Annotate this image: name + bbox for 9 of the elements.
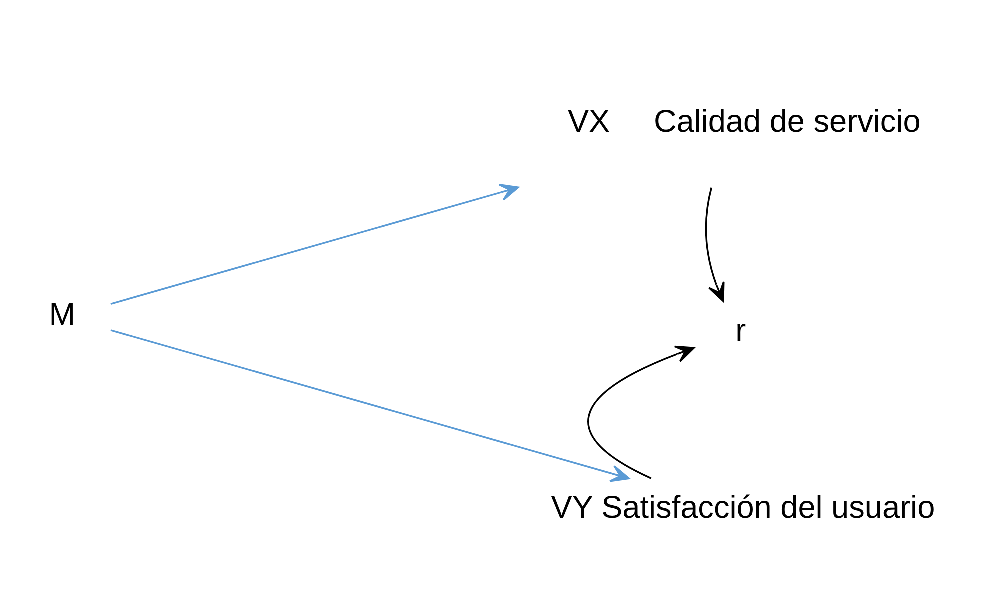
node-text: M: [49, 296, 76, 332]
arrow: [110, 184, 520, 306]
arrow: [705, 188, 725, 302]
node-label: Calidad de servicio: [654, 102, 921, 139]
arrow: [110, 330, 630, 482]
node-text: VY Satisfacción del usuario: [551, 489, 936, 526]
arrow: [588, 346, 695, 480]
node-text: VX: [568, 102, 610, 139]
node-text: r: [736, 312, 746, 348]
